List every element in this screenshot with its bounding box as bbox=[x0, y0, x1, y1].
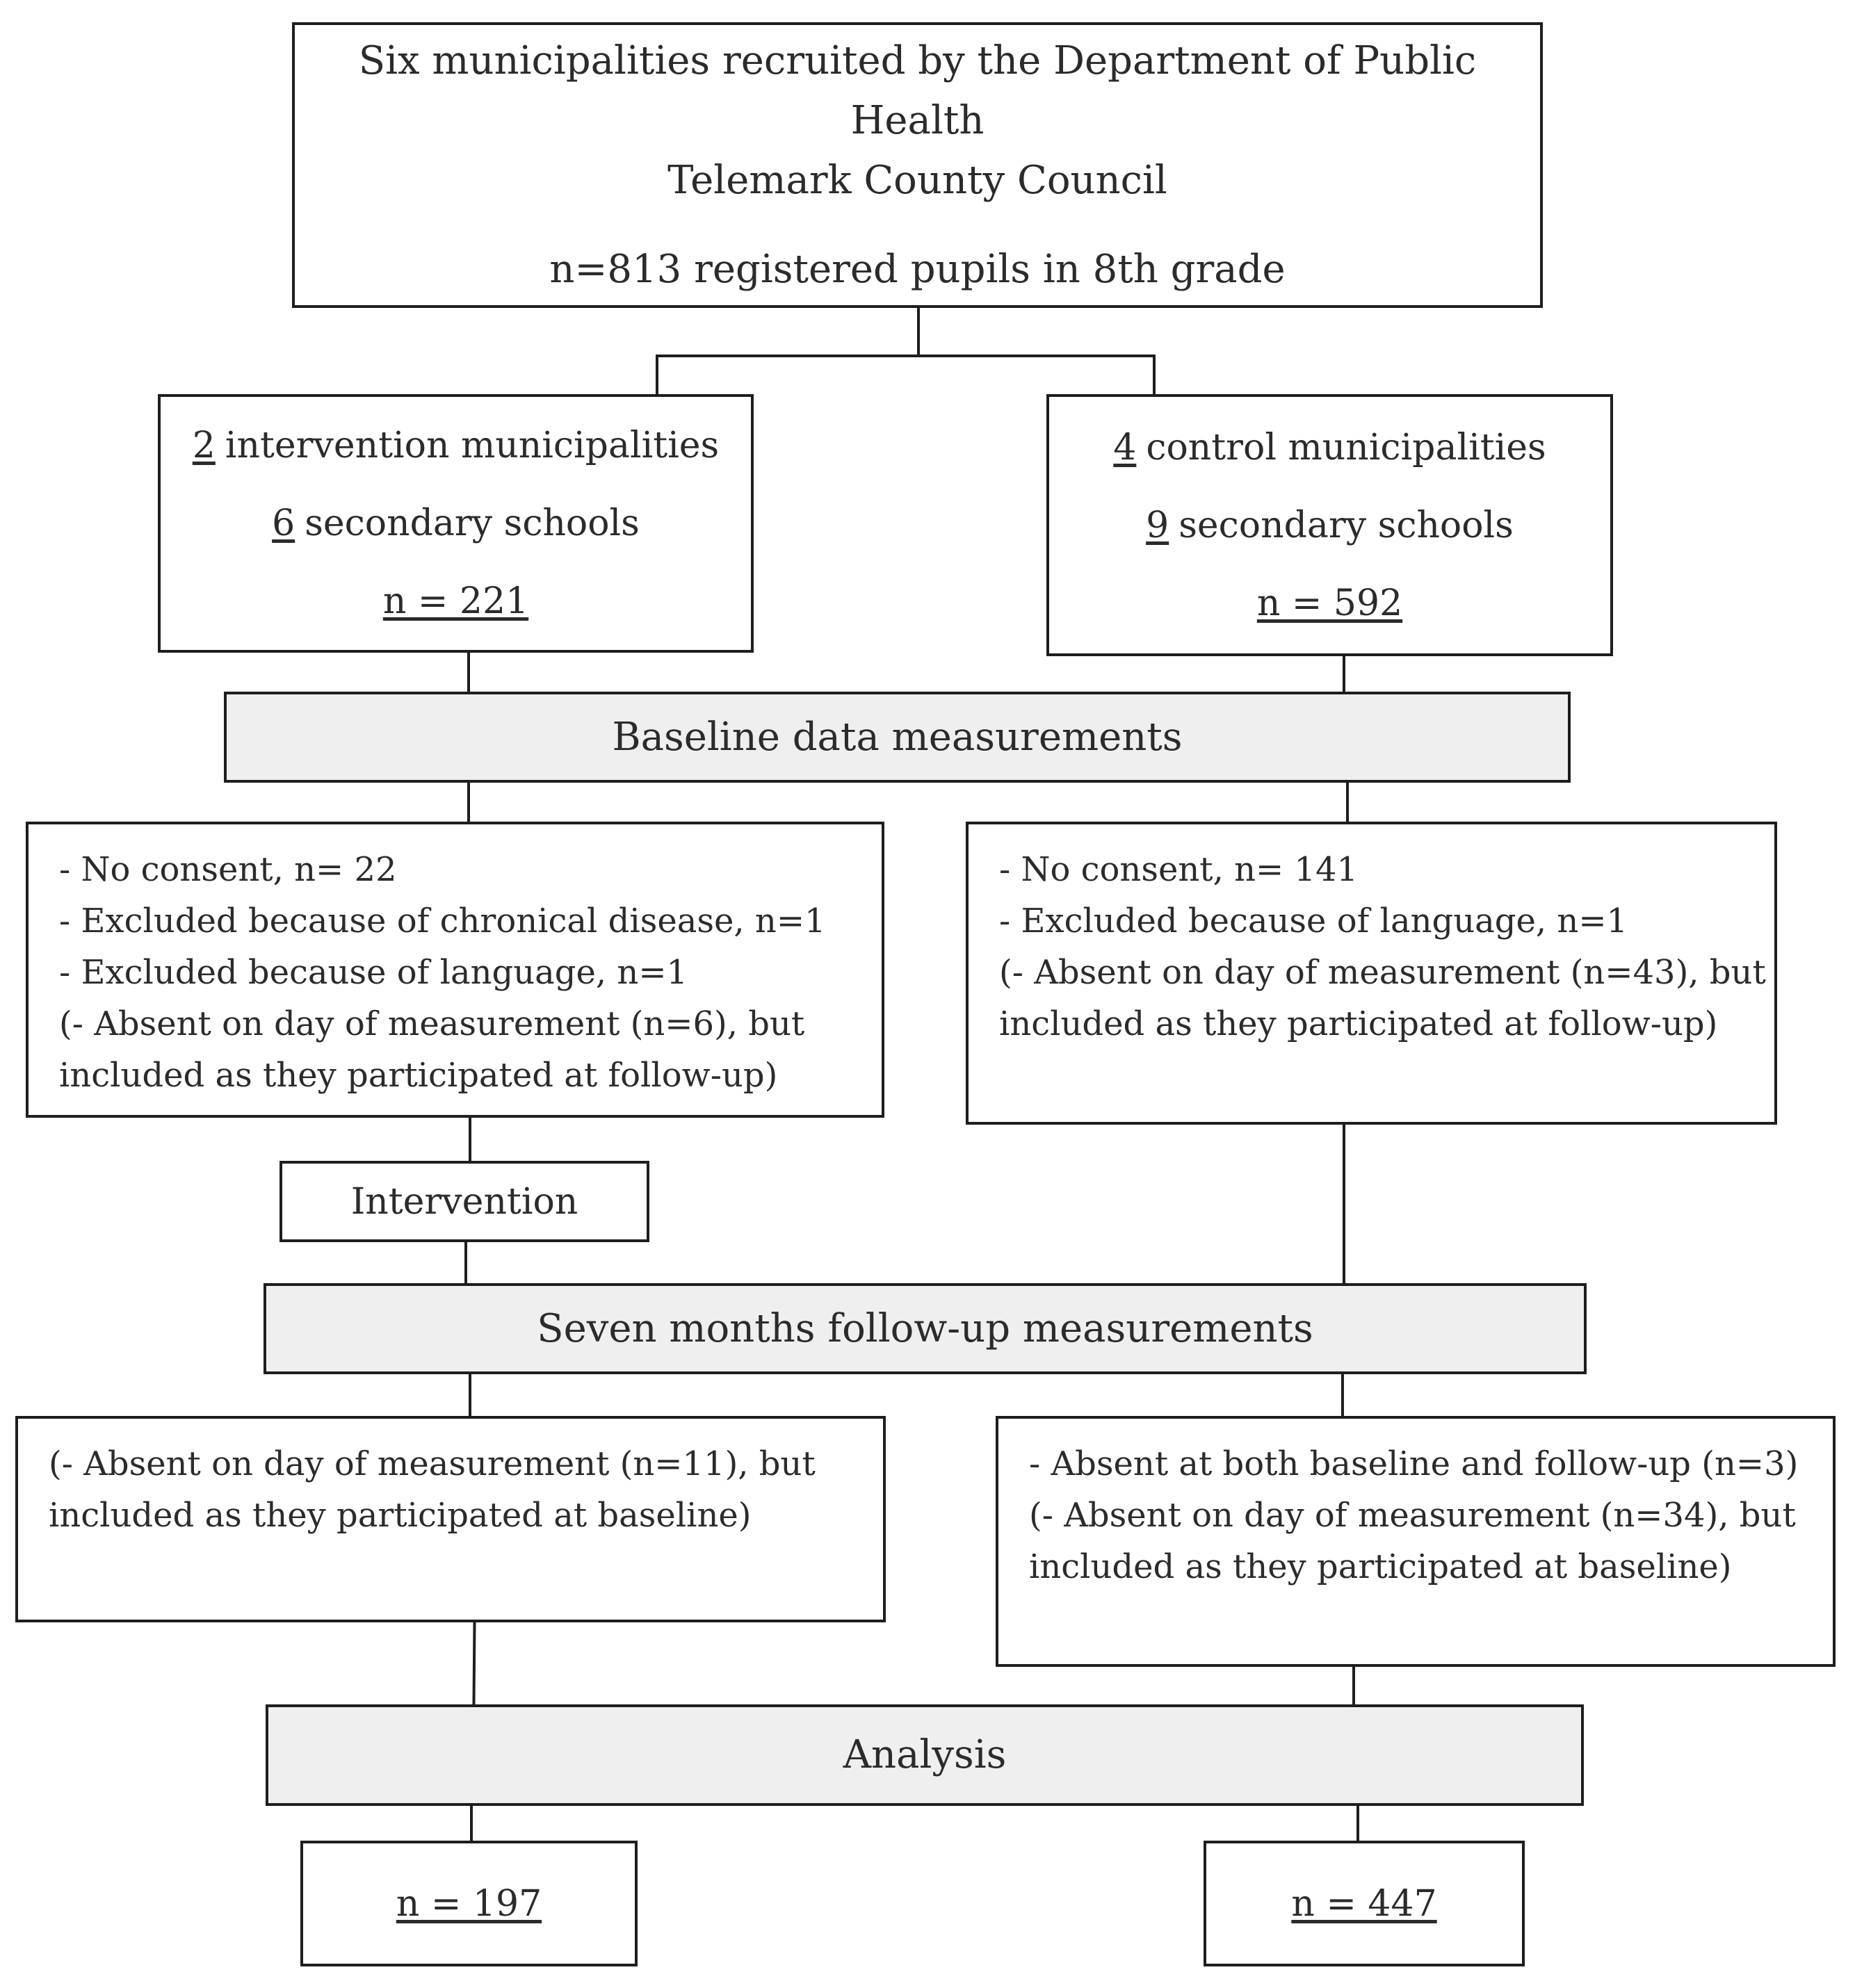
connector-followup-to-ctrl-excl bbox=[1341, 1371, 1344, 1417]
intervention-step-box: Intervention bbox=[280, 1161, 649, 1242]
connector-ctrl-excl-to-followup bbox=[1343, 1122, 1345, 1285]
connector-top-down bbox=[917, 306, 920, 356]
intervention-n: n = 221 bbox=[382, 580, 529, 622]
control-baseline-exclusions-box: - No consent, n= 141 - Excluded because … bbox=[966, 822, 1777, 1125]
exclusion-item: - Excluded because of language, n=1 bbox=[999, 902, 1628, 940]
connector-split-left bbox=[656, 355, 658, 395]
recruitment-line-2: Telemark County Council bbox=[667, 157, 1167, 203]
connector-followup-to-int-excl bbox=[469, 1371, 471, 1417]
analysis-box: Analysis bbox=[266, 1704, 1584, 1806]
intervention-final-box: n = 197 bbox=[300, 1841, 638, 1966]
connector-analysis-to-int-final bbox=[470, 1803, 473, 1842]
exclusion-item: - Excluded because of language, n=1 bbox=[59, 953, 688, 992]
exclusion-item: (- Absent on day of measurement (n=34), … bbox=[1029, 1496, 1796, 1535]
exclusion-item: (- Absent on day of measurement (n=6), b… bbox=[59, 1004, 805, 1043]
baseline-measurements-box: Baseline data measurements bbox=[224, 692, 1571, 783]
exclusion-item: - Absent at both baseline and follow-up … bbox=[1029, 1444, 1799, 1483]
analysis-label: Analysis bbox=[843, 1732, 1007, 1777]
followup-measurements-box: Seven months follow-up measurements bbox=[264, 1283, 1587, 1374]
intervention-schools-count: 6 bbox=[272, 503, 295, 544]
intervention-final-n: n = 197 bbox=[396, 1882, 542, 1925]
control-final-box: n = 447 bbox=[1204, 1841, 1525, 1966]
connector-analysis-to-ctrl-final bbox=[1356, 1803, 1359, 1842]
connector-int-to-baseline bbox=[467, 650, 470, 693]
exclusion-item: - No consent, n= 141 bbox=[999, 850, 1359, 889]
intervention-municipalities-count: 2 bbox=[192, 425, 216, 466]
exclusion-item: (- Absent on day of measurement (n=11), … bbox=[49, 1444, 816, 1483]
control-final-n: n = 447 bbox=[1291, 1882, 1437, 1925]
recruitment-line-3: n=813 registered pupils in 8th grade bbox=[549, 246, 1286, 292]
exclusion-item: included as they participated at follow-… bbox=[59, 1056, 778, 1095]
control-schools-label: secondary schools bbox=[1178, 504, 1514, 546]
intervention-baseline-exclusions-box: - No consent, n= 22 - Excluded because o… bbox=[26, 822, 884, 1118]
connector-baseline-to-int-excl bbox=[467, 780, 470, 823]
control-municipalities-label: control municipalities bbox=[1146, 426, 1546, 469]
recruitment-line-1: Six municipalities recruited by the Depa… bbox=[358, 38, 1477, 143]
exclusion-item: included as they participated at baselin… bbox=[49, 1496, 752, 1535]
connector-split-horizontal bbox=[656, 355, 1156, 357]
intervention-schools-label: secondary schools bbox=[305, 503, 640, 544]
intervention-step-label: Intervention bbox=[350, 1180, 578, 1223]
connector-int-excl-to-analysis bbox=[472, 1620, 476, 1706]
connector-split-right bbox=[1153, 355, 1156, 395]
connector-baseline-to-ctrl-excl bbox=[1346, 780, 1349, 823]
exclusion-item: - Excluded because of chronical disease,… bbox=[59, 902, 826, 940]
exclusion-item: - No consent, n= 22 bbox=[59, 850, 397, 889]
exclusion-item: included as they participated at follow-… bbox=[999, 1004, 1718, 1043]
control-schools-count: 9 bbox=[1146, 504, 1169, 546]
recruitment-box: Six municipalities recruited by the Depa… bbox=[292, 22, 1543, 308]
followup-measurements-label: Seven months follow-up measurements bbox=[537, 1305, 1313, 1351]
intervention-municipalities-label: intervention municipalities bbox=[225, 425, 720, 466]
connector-int-excl-to-intervention bbox=[469, 1115, 471, 1162]
exclusion-item: included as they participated at baselin… bbox=[1029, 1547, 1732, 1586]
connector-ctrl-to-baseline bbox=[1343, 653, 1345, 693]
baseline-measurements-label: Baseline data measurements bbox=[612, 714, 1183, 760]
connector-intervention-to-followup bbox=[464, 1239, 467, 1285]
control-followup-exclusions-box: - Absent at both baseline and follow-up … bbox=[996, 1416, 1836, 1667]
control-municipalities-count: 4 bbox=[1113, 426, 1137, 469]
connector-ctrl-excl-to-analysis bbox=[1352, 1664, 1355, 1706]
control-n: n = 592 bbox=[1256, 582, 1403, 624]
exclusion-item: (- Absent on day of measurement (n=43), … bbox=[999, 953, 1766, 992]
intervention-followup-exclusions-box: (- Absent on day of measurement (n=11), … bbox=[15, 1416, 886, 1622]
